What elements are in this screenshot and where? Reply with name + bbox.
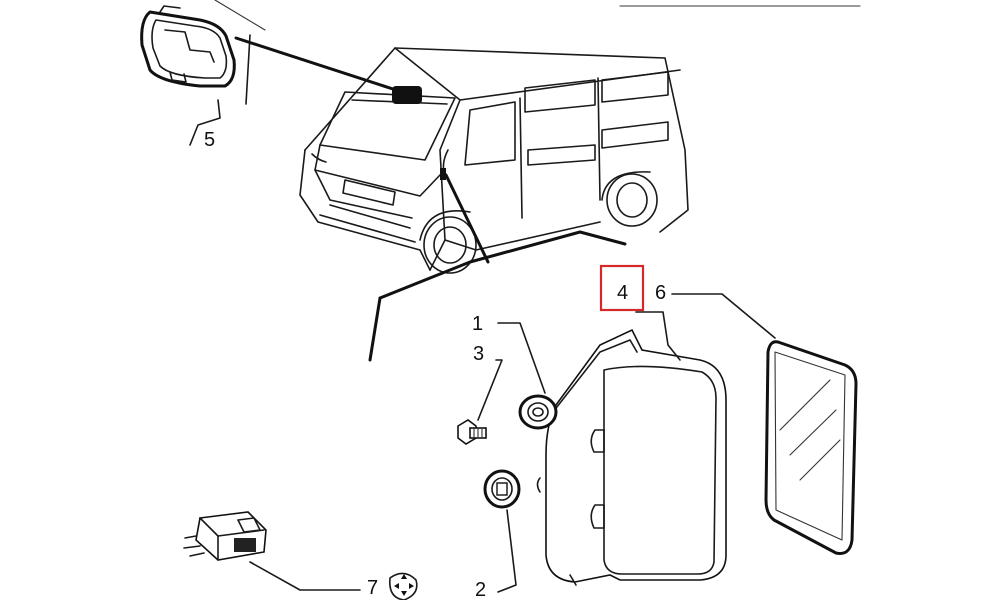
part-label-4[interactable]: 4 (617, 282, 628, 304)
frame-lines (214, 0, 861, 31)
leader-line-4 (635, 311, 681, 361)
part-label-7[interactable]: 7 (367, 577, 378, 599)
leader-line-1 (497, 322, 546, 394)
direction-pad-icon (388, 572, 418, 600)
leader-line-3 (477, 359, 503, 421)
grommet-1 (497, 322, 558, 430)
interior-mirror (140, 5, 398, 146)
part-label-1[interactable]: 1 (472, 313, 483, 335)
part-labels: 1 2 3 4 5 6 7 (204, 129, 666, 600)
mirror-switch (183, 511, 418, 600)
part-label-6[interactable]: 6 (655, 282, 666, 304)
part-label-3[interactable]: 3 (473, 343, 484, 365)
screw-3 (457, 359, 503, 445)
leader-line-7 (249, 561, 361, 591)
exterior-mirror-housing (536, 311, 727, 586)
van-illustration (299, 47, 689, 362)
part-4-highlight-box (599, 264, 645, 312)
leader-line-5 (189, 99, 221, 146)
mirror-glass (671, 293, 858, 555)
leader-line-6 (671, 293, 776, 339)
grommet-2 (483, 469, 521, 593)
part-label-5[interactable]: 5 (204, 129, 215, 151)
leader-line-2 (497, 509, 517, 593)
part-label-2[interactable]: 2 (475, 579, 486, 600)
